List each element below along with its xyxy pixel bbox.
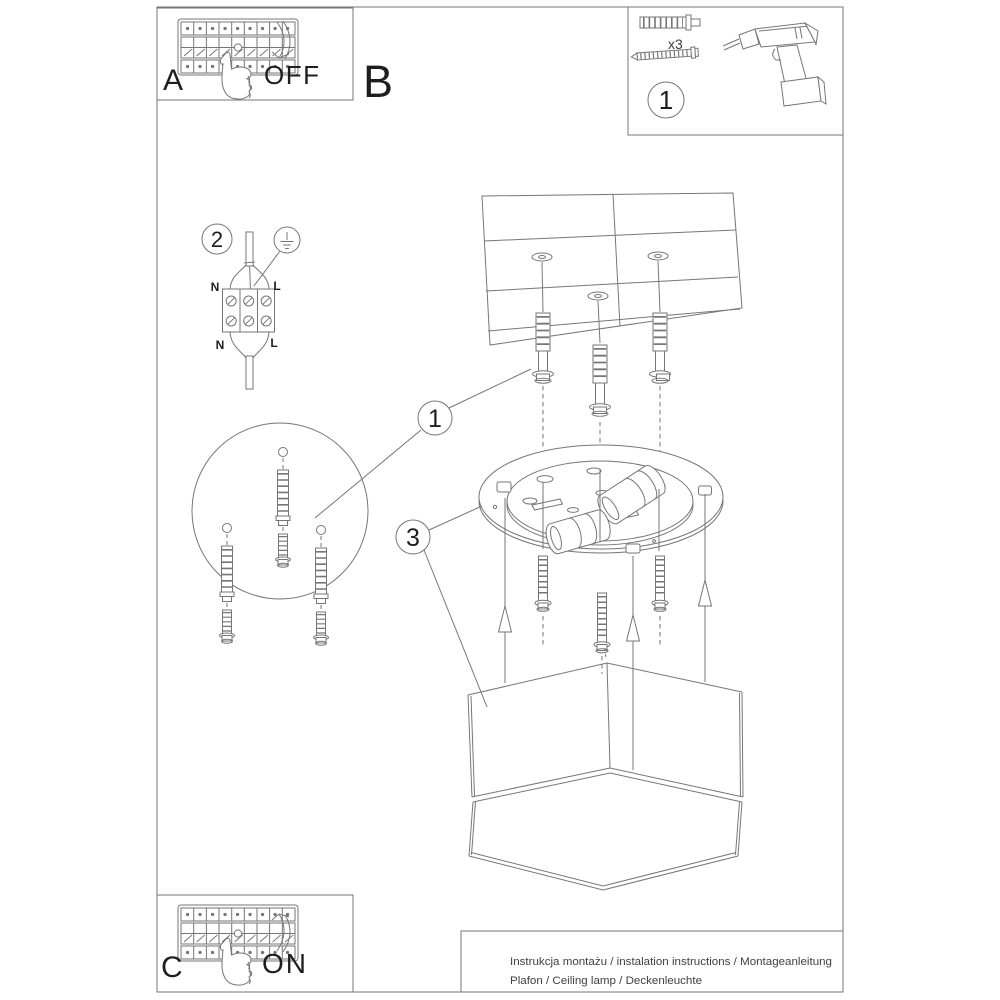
mounting-screws bbox=[532, 312, 671, 417]
terminal-block bbox=[222, 288, 275, 333]
drill-icon bbox=[722, 21, 827, 107]
step-a-power-off-box: A OFF bbox=[156, 7, 354, 101]
wire-label-n-top: N bbox=[211, 280, 220, 294]
box-c-on-label: ON bbox=[262, 948, 308, 979]
lamp-shade bbox=[467, 647, 744, 891]
plate-clip bbox=[496, 481, 512, 493]
wall-plug-icon bbox=[639, 14, 701, 31]
drilling-detail-circle bbox=[191, 422, 369, 646]
arrow-up-icon bbox=[271, 913, 291, 953]
tools-box: x3 1 bbox=[627, 6, 844, 136]
screws-below-plate bbox=[534, 555, 669, 674]
supply-cable-bottom bbox=[245, 355, 254, 390]
tools-step-circle bbox=[647, 81, 685, 119]
wire-label-l-top: L bbox=[273, 279, 280, 293]
step-2-circle bbox=[201, 223, 233, 255]
caption-line-2: Plafon / Ceiling lamp / Deckenleuchte bbox=[510, 975, 702, 987]
box-a-letter: A bbox=[163, 64, 183, 97]
attachment-arrows bbox=[497, 494, 713, 770]
box-c-letter: C bbox=[161, 951, 183, 984]
lamp-socket-icon bbox=[545, 509, 611, 555]
lamp-socket-icon bbox=[597, 465, 666, 525]
wire-label-l-bottom: L bbox=[270, 336, 277, 350]
wiring-section: 2 N L N L bbox=[201, 223, 301, 390]
anchor-count-label: x3 bbox=[668, 36, 683, 52]
step-c-power-on-box: C ON bbox=[156, 894, 354, 993]
section-b-label: B bbox=[363, 56, 393, 107]
callout-step-3: 3 bbox=[395, 505, 488, 708]
supply-cable-top bbox=[245, 231, 254, 267]
ceiling-panel bbox=[481, 192, 743, 346]
plate-clip bbox=[625, 543, 641, 554]
arrow-up-icon bbox=[625, 614, 641, 642]
step-2-number: 2 bbox=[211, 227, 223, 252]
alignment-lines bbox=[541, 260, 661, 344]
screw-icon bbox=[630, 46, 699, 61]
arrow-up-icon bbox=[497, 605, 513, 633]
callout-1-number: 1 bbox=[428, 405, 442, 433]
plate-clip bbox=[698, 485, 712, 496]
arrow-up-icon bbox=[697, 579, 713, 607]
ground-symbol-icon bbox=[253, 226, 301, 287]
tools-step-number: 1 bbox=[659, 85, 673, 115]
callout-3-number: 3 bbox=[406, 524, 420, 552]
callout-step-1: 1 bbox=[314, 368, 532, 519]
caption-line-1: Instrukcja montażu / instalation instruc… bbox=[510, 956, 832, 968]
caption-block: Instrukcja montażu / instalation instruc… bbox=[460, 930, 844, 993]
box-a-off-label: OFF bbox=[264, 60, 321, 90]
wire-label-n-bottom: N bbox=[216, 338, 225, 352]
mounting-plate bbox=[478, 444, 724, 555]
arrow-down-icon bbox=[271, 20, 291, 60]
